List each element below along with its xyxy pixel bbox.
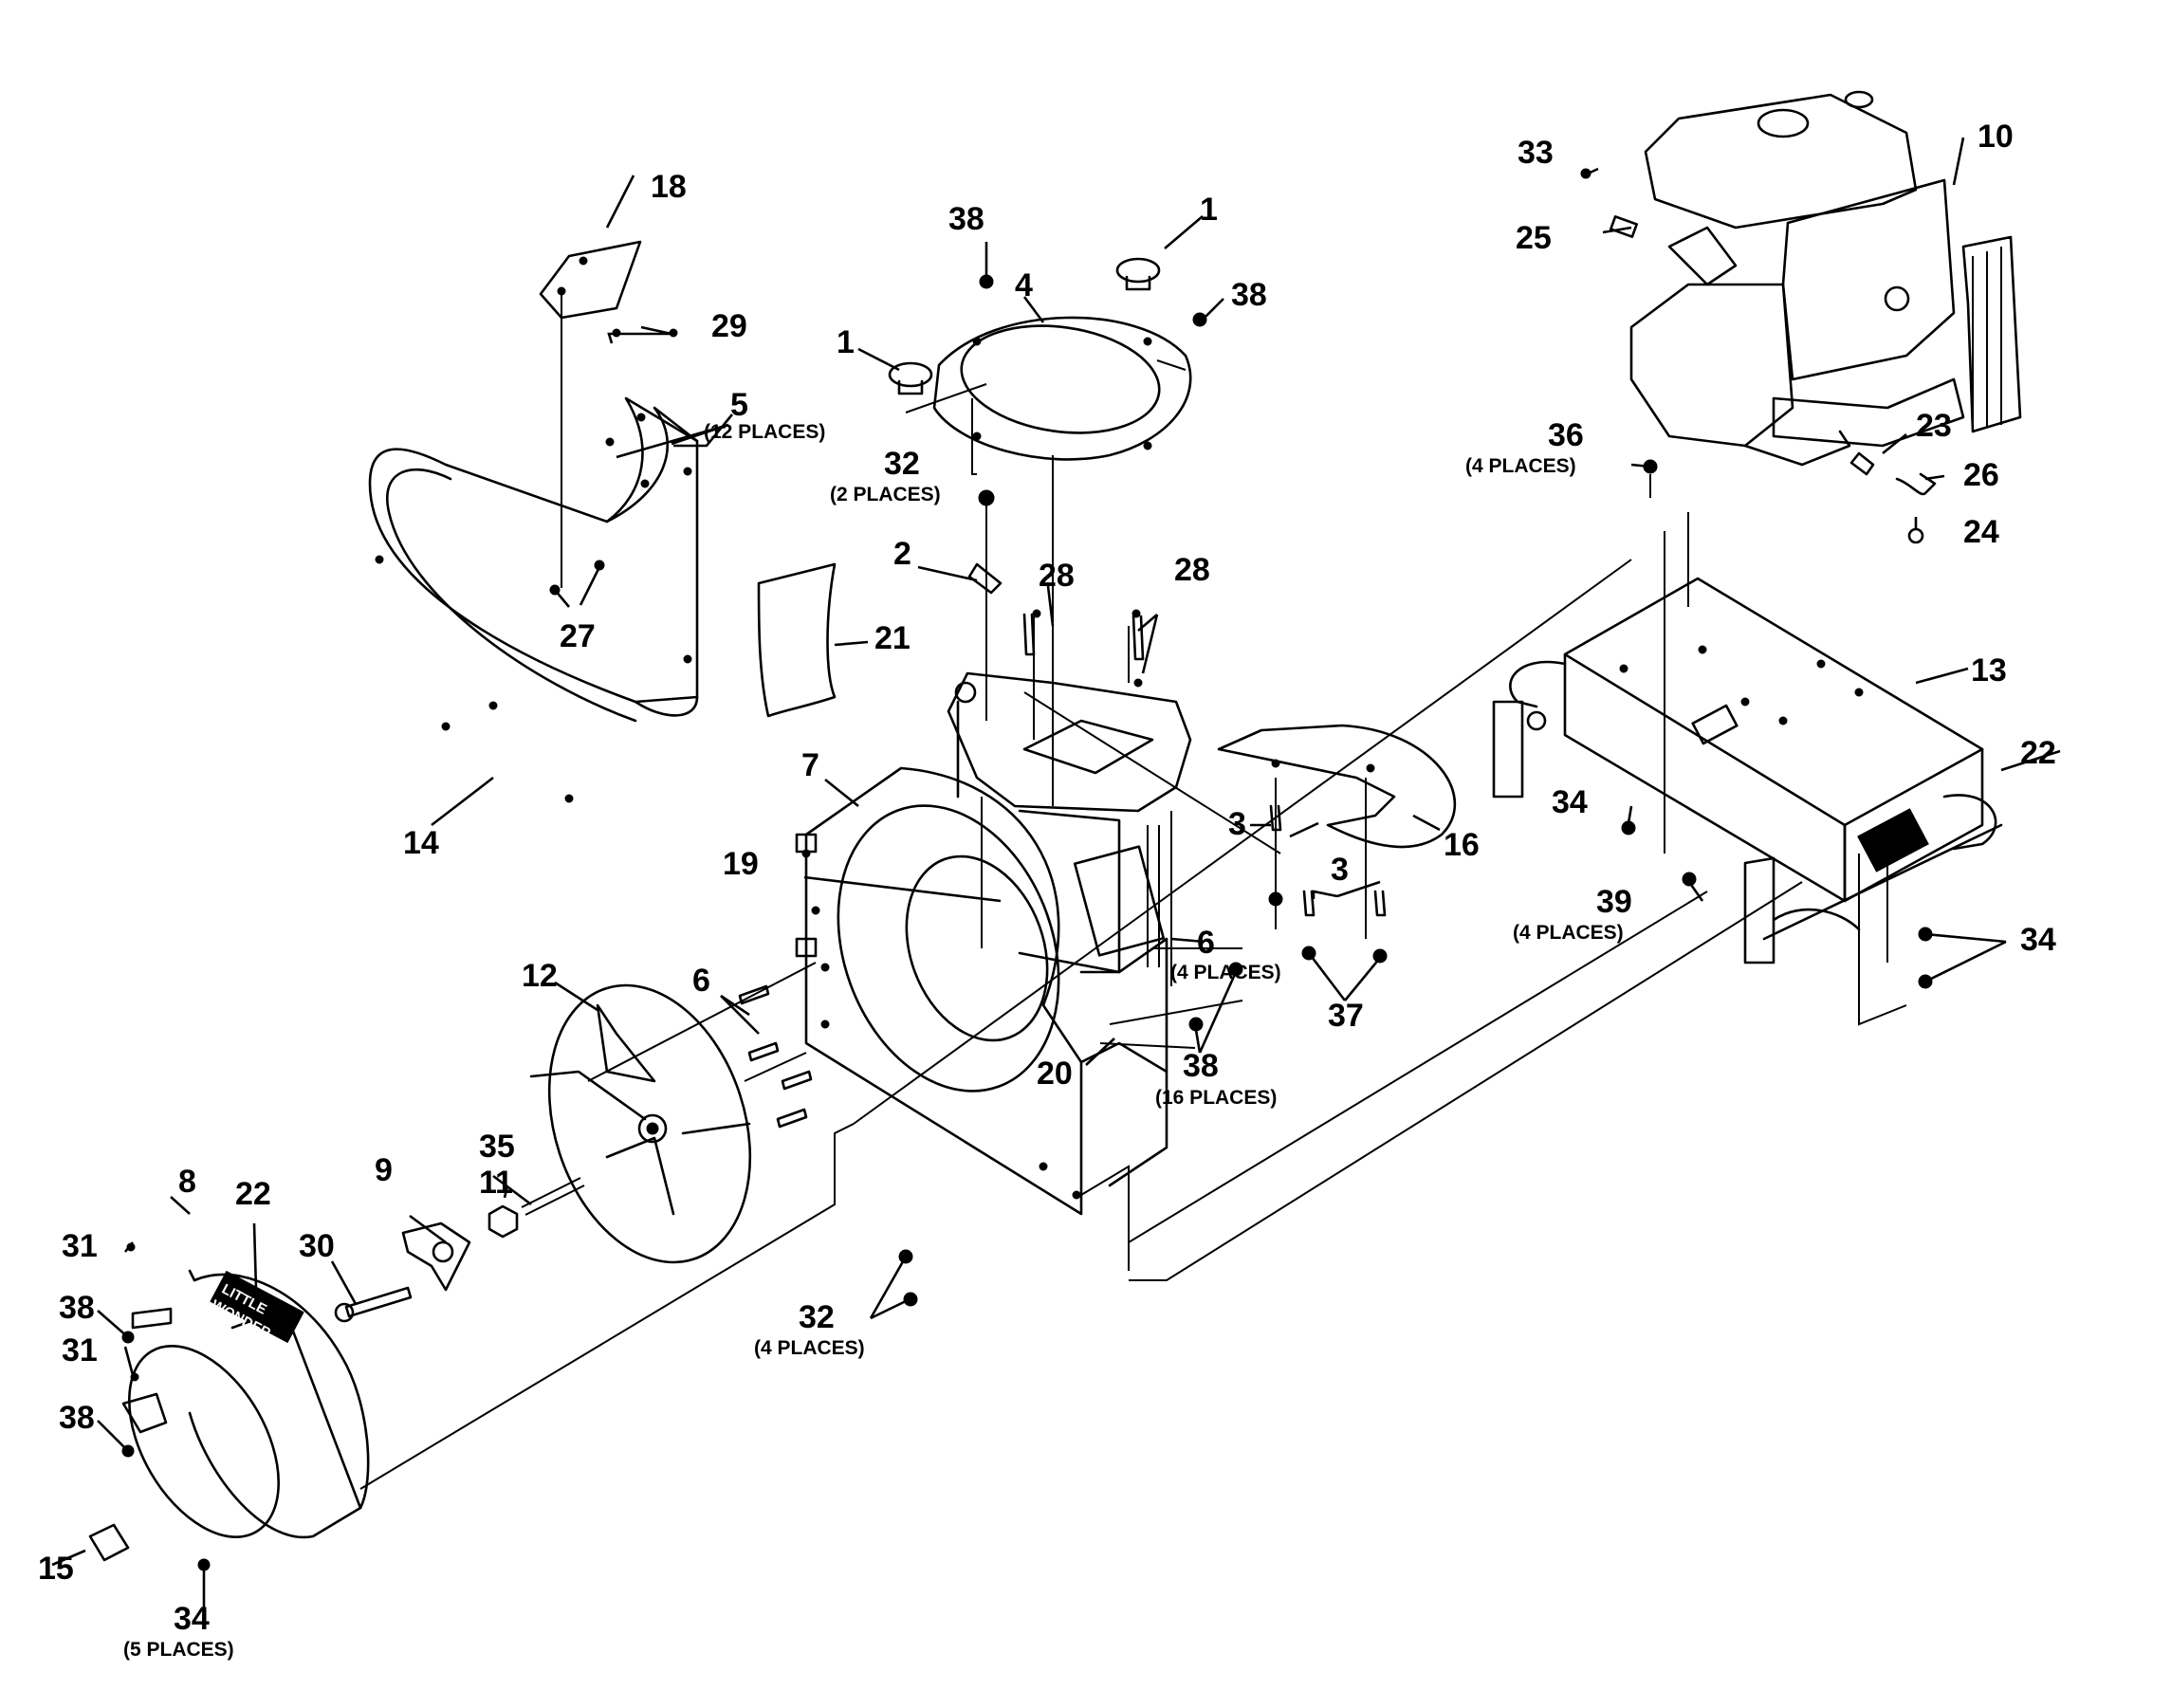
callout-11-nut: 11	[479, 1165, 513, 1201]
callout-36-places: (4 PLACES)	[1465, 455, 1576, 477]
callout-38-outlet-top: 38	[59, 1290, 95, 1326]
callout-23: 23	[1916, 408, 1952, 444]
callout-6-left: 6	[692, 963, 710, 999]
callout-31-top: 31	[62, 1228, 98, 1264]
callout-34-frame: 34	[1552, 784, 1588, 820]
callout-22-outlet-decal: 22	[235, 1176, 271, 1212]
shield	[1217, 724, 1457, 849]
assembly-lines	[359, 359, 1907, 1490]
decal	[757, 562, 837, 718]
callout-4-flange: 4	[1015, 267, 1033, 303]
fan	[529, 983, 752, 1264]
callout-28-left: 28	[1039, 558, 1075, 594]
callout-10-engine: 10	[1978, 119, 2014, 155]
callout-21-decal: 21	[874, 620, 911, 656]
callout-27: 27	[560, 618, 596, 654]
callout-28-right: 28	[1174, 552, 1210, 588]
callout-9-hub: 9	[375, 1152, 393, 1188]
callout-34-outlet: 34	[174, 1601, 210, 1637]
callout-37: 37	[1328, 998, 1364, 1034]
callout-19: 19	[723, 846, 759, 882]
hardware	[121, 274, 1933, 1571]
callout-6-right: 6	[1197, 925, 1215, 961]
callout-32-top: 32	[884, 446, 920, 482]
outlet-housing: LITTLE WONDER	[127, 1269, 370, 1539]
callout-36: 36	[1548, 417, 1584, 453]
callout-14-band: 14	[403, 825, 439, 861]
knob	[888, 257, 1161, 395]
callout-8-outlet: 8	[178, 1164, 196, 1200]
callout-16-shield: 16	[1444, 827, 1480, 863]
callout-3-right: 3	[1331, 852, 1349, 888]
callout-32-bottom: 32	[799, 1299, 835, 1335]
callout-25: 25	[1516, 220, 1552, 256]
leader-lines	[51, 137, 2061, 1612]
callout-38-housing-places: (16 PLACES)	[1155, 1087, 1277, 1109]
callout-5: 5	[730, 387, 748, 423]
callout-38-flange-right: 38	[1231, 277, 1267, 313]
callout-15-switch: 15	[38, 1551, 74, 1587]
callout-7-housing: 7	[801, 747, 819, 783]
callout-38-outlet-bottom: 38	[59, 1400, 95, 1436]
latch	[121, 1307, 173, 1434]
callout-30-bolt: 30	[299, 1228, 335, 1264]
callout-13-frame: 13	[1971, 652, 2007, 689]
callout-32-top-places: (2 PLACES)	[830, 484, 941, 505]
callout-24: 24	[1963, 514, 1999, 550]
callout-33: 33	[1518, 135, 1554, 171]
callout-6-places: (4 PLACES)	[1170, 962, 1281, 983]
callout-34-right: 34	[2020, 922, 2056, 958]
scroll-band	[368, 396, 699, 803]
fan-housing	[795, 671, 1192, 1216]
callout-32-bottom-places: (4 PLACES)	[754, 1337, 865, 1359]
safety-switch	[88, 1523, 130, 1562]
callout-1-knob-left: 1	[837, 324, 855, 360]
callout-26: 26	[1963, 457, 1999, 493]
callout-34-outlet-places: (5 PLACES)	[123, 1639, 234, 1661]
callout-12-fan: 12	[522, 958, 558, 994]
callout-39-places: (4 PLACES)	[1513, 922, 1624, 944]
hub	[401, 1221, 471, 1292]
callout-3-left: 3	[1228, 806, 1246, 842]
callout-39: 39	[1596, 884, 1632, 920]
nut	[488, 1204, 519, 1239]
callout-22-frame-decal: 22	[2020, 735, 2056, 771]
engine	[1629, 90, 2022, 467]
callout-29: 29	[711, 308, 747, 344]
callout-38-housing: 38	[1183, 1048, 1219, 1084]
flange	[932, 316, 1192, 461]
callout-2: 2	[893, 536, 911, 572]
callout-35-stud: 35	[479, 1129, 515, 1165]
callout-18-cover: 18	[651, 169, 687, 205]
callout-31-bottom: 31	[62, 1332, 98, 1368]
base-frame	[1492, 577, 2003, 964]
stud	[521, 1177, 585, 1216]
cover-plate	[539, 240, 642, 588]
callout-20: 20	[1037, 1056, 1073, 1092]
callouts: 1 1 2 3 3 4 5 (12 PLACES) 6 6 (4 PLACES)…	[38, 119, 2056, 1661]
callout-1-knob: 1	[1200, 192, 1218, 228]
bolt	[334, 1286, 413, 1323]
callout-5-places: (12 PLACES)	[704, 421, 825, 443]
callout-38-top: 38	[948, 201, 984, 237]
